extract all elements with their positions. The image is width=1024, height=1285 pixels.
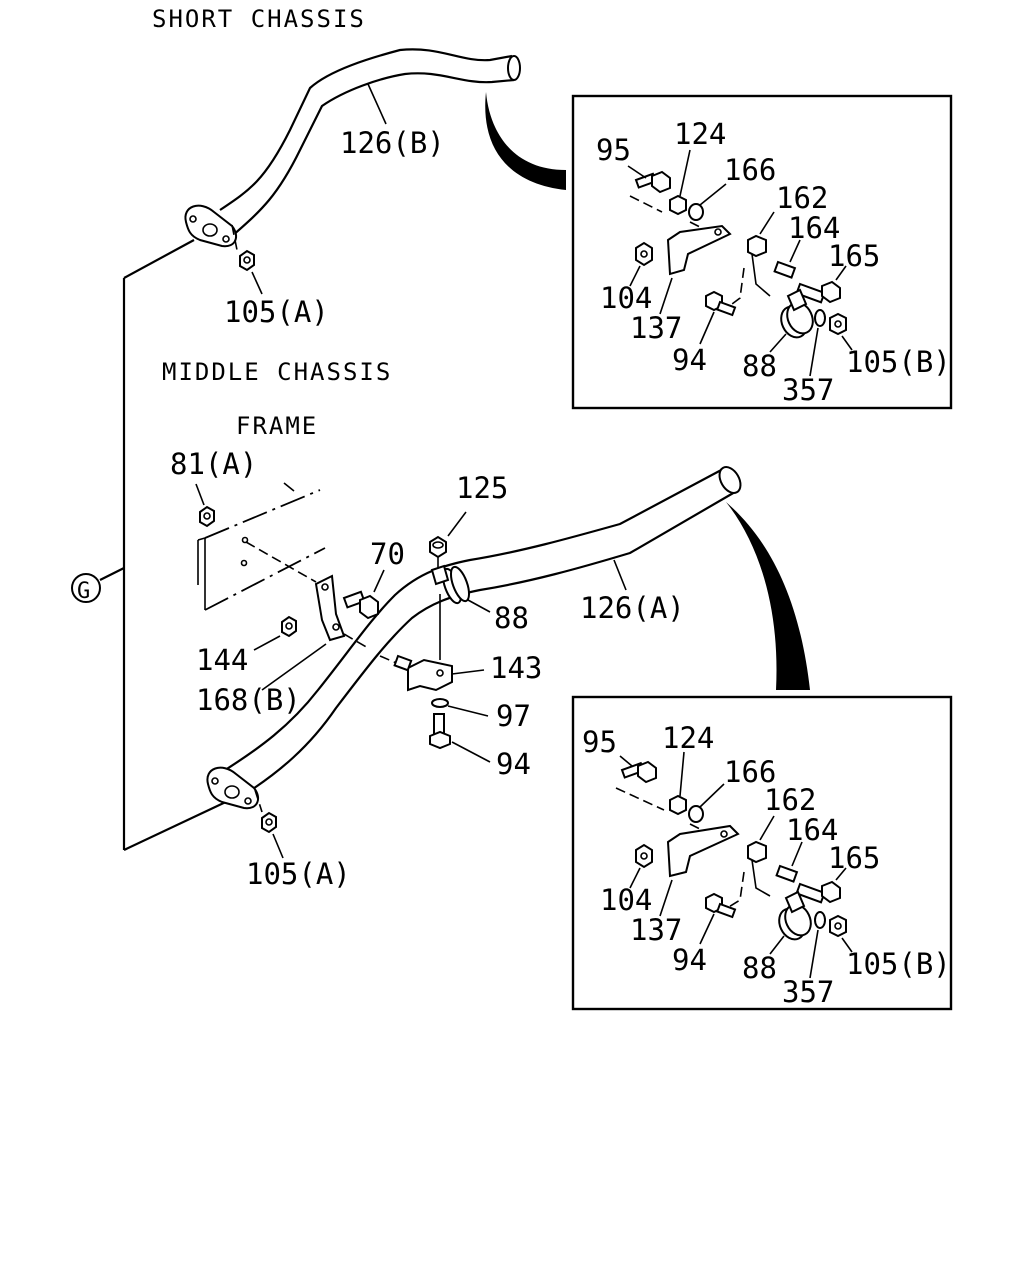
detail-bottom-166: 166 xyxy=(724,755,776,789)
detail-top-166: 166 xyxy=(724,153,776,187)
detail-bottom-105b: 105(B) xyxy=(846,947,951,981)
detail-top-162: 162 xyxy=(776,181,828,215)
detail-bottom-124: 124 xyxy=(662,721,714,755)
detail-bottom-104: 104 xyxy=(600,883,652,917)
middle-chassis-title: MIDDLE CHASSIS xyxy=(162,358,392,386)
detail-top-165: 165 xyxy=(828,239,880,273)
label-144: 144 xyxy=(196,643,248,677)
short-chassis-pipe xyxy=(184,48,566,295)
middle-chassis-pipe xyxy=(206,466,810,859)
nut-icon xyxy=(239,249,255,272)
detail-bottom-165: 165 xyxy=(828,841,880,875)
nut-125-icon xyxy=(429,535,447,559)
label-168b: 168(B) xyxy=(196,683,301,717)
label-126a: 126(A) xyxy=(580,591,685,625)
detail-top-164: 164 xyxy=(788,211,840,245)
nut-81a-icon xyxy=(199,505,215,528)
detail-top-104: 104 xyxy=(600,281,652,315)
label-88-middle: 88 xyxy=(494,601,529,635)
detail-top-137: 137 xyxy=(630,311,682,345)
label-94-middle: 94 xyxy=(496,747,531,781)
detail-bottom-162: 162 xyxy=(764,783,816,817)
detail-bottom-94: 94 xyxy=(672,943,707,977)
label-105a-middle: 105(A) xyxy=(246,857,351,891)
frame-label: FRAME xyxy=(236,412,318,440)
short-chassis-title: SHORT CHASSIS xyxy=(152,5,366,33)
label-81a: 81(A) xyxy=(170,447,257,481)
detail-box-top xyxy=(571,94,953,410)
detail-bottom-164: 164 xyxy=(786,813,838,847)
detail-arrow-top xyxy=(485,92,566,190)
nut-icon xyxy=(261,811,277,834)
reference-marker: G xyxy=(77,579,90,604)
label-70: 70 xyxy=(370,537,405,571)
detail-bottom-137: 137 xyxy=(630,913,682,947)
label-97: 97 xyxy=(496,699,531,733)
bolt-70-icon xyxy=(359,594,379,620)
reference-g-bracket: G xyxy=(71,239,231,851)
detail-top-88: 88 xyxy=(742,349,777,383)
frame xyxy=(197,482,326,611)
hanger-assembly xyxy=(379,511,491,763)
reference-circle-icon xyxy=(71,573,101,603)
detail-top-105b: 105(B) xyxy=(846,345,951,379)
bracket-168b xyxy=(245,541,385,691)
detail-box-bottom xyxy=(571,695,953,1011)
bracket-143-icon xyxy=(407,658,453,692)
detail-arrow-bottom xyxy=(726,502,810,690)
nut-144-icon xyxy=(281,615,297,638)
label-125: 125 xyxy=(456,471,508,505)
detail-top-124: 124 xyxy=(674,117,726,151)
detail-bottom-357: 357 xyxy=(782,975,834,1009)
detail-top-95: 95 xyxy=(596,133,631,167)
label-126b: 126(B) xyxy=(340,126,445,160)
detail-top-357: 357 xyxy=(782,373,834,407)
label-105a-short: 105(A) xyxy=(224,295,329,329)
detail-bottom-95: 95 xyxy=(582,725,617,759)
detail-bottom-88: 88 xyxy=(742,951,777,985)
detail-top-94: 94 xyxy=(672,343,707,377)
middle-flange xyxy=(206,766,260,810)
label-143: 143 xyxy=(490,651,542,685)
